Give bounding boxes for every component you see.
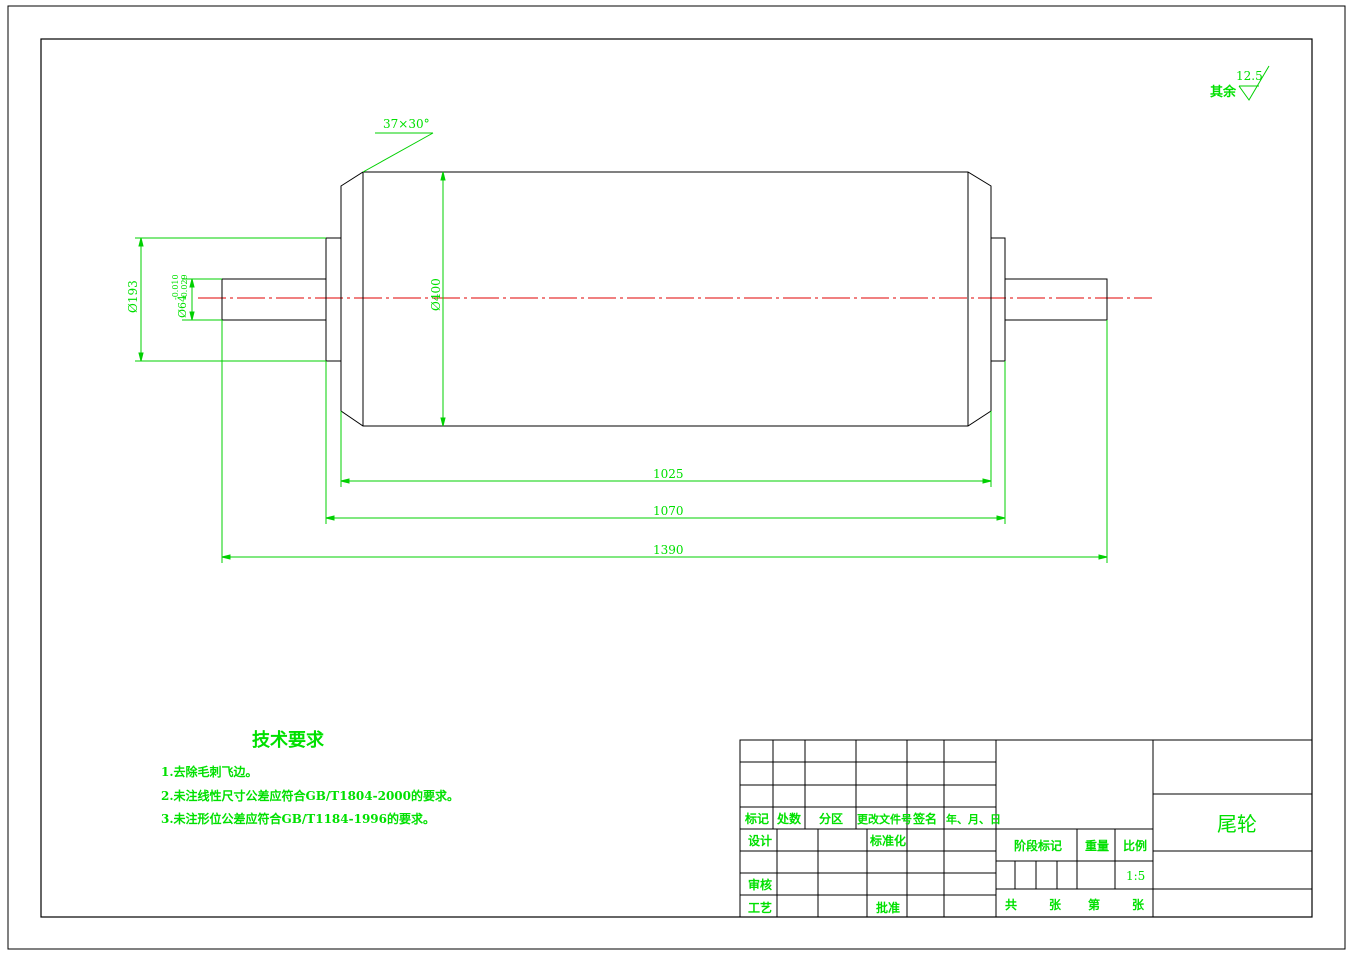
sheets-label-1: 张 — [1049, 897, 1062, 912]
hdr-count: 处数 — [776, 811, 802, 826]
dim-1390: 1390 — [653, 543, 684, 557]
total-label: 共 — [1005, 897, 1017, 912]
hdr-zone: 分区 — [819, 811, 843, 826]
dim-1025: 1025 — [653, 467, 684, 481]
tech-title: 技术要求 — [252, 729, 325, 751]
weight-label: 重量 — [1085, 838, 1109, 853]
roughness-symbol: 其余 12.5 — [1210, 65, 1270, 101]
dimension-texts: 37×30° Ø193 Ø64 -0.010 -0.029 Ø400 1025 … — [126, 117, 684, 557]
chamfer-text: 37×30° — [383, 117, 430, 131]
roughness-label: 其余 — [1210, 84, 1237, 100]
nth-label: 第 — [1088, 897, 1100, 912]
roller-part — [221, 171, 1108, 427]
tech-item-2: 2.未注线性尺寸公差应符合GB/T1804-2000的要求。 — [161, 788, 459, 803]
approve-label: 批准 — [876, 900, 900, 915]
hdr-sign: 签名 — [912, 811, 937, 826]
tol-upper: -0.010 — [171, 274, 180, 300]
dim-64: Ø64 — [176, 295, 189, 318]
tech-requirements: 技术要求 1.去除毛刺飞边。 2.未注线性尺寸公差应符合GB/T1804-200… — [161, 729, 459, 826]
hdr-change-doc: 更改文件号 — [857, 812, 912, 826]
left-hub — [325, 237, 342, 362]
dim-400: Ø400 — [429, 278, 443, 311]
dim-193: Ø193 — [126, 280, 140, 313]
scale-value: 1:5 — [1126, 869, 1145, 883]
hdr-date: 年、月、日 — [946, 812, 1001, 826]
left-shaft — [221, 278, 327, 321]
stage-mark-label: 阶段标记 — [1014, 838, 1062, 853]
tech-item-1: 1.去除毛刺飞边。 — [161, 764, 258, 779]
tol-lower: -0.029 — [180, 274, 189, 300]
design-label: 设计 — [748, 833, 772, 848]
review-label: 审核 — [748, 877, 772, 892]
scale-label: 比例 — [1123, 838, 1147, 853]
dimension-lines — [135, 132, 1108, 563]
title-block — [739, 739, 1313, 918]
process-label: 工艺 — [748, 900, 772, 915]
part-name: 尾轮 — [1217, 812, 1257, 836]
dim-1070: 1070 — [653, 504, 684, 518]
right-shaft — [1004, 278, 1108, 321]
tech-item-3: 3.未注形位公差应符合GB/T1184-1996的要求。 — [161, 811, 435, 826]
roughness-check-icon — [1238, 65, 1270, 101]
right-hub — [990, 237, 1006, 362]
outer-border — [7, 5, 1346, 950]
inner-border — [40, 38, 1313, 918]
sheets-label-2: 张 — [1132, 897, 1145, 912]
roughness-value: 12.5 — [1236, 69, 1263, 83]
standardize-label: 标准化 — [869, 833, 906, 848]
title-block-texts: 标记 处数 分区 更改文件号 签名 年、月、日 设计 标准化 审核 工艺 批准 … — [744, 811, 1257, 915]
hdr-mark: 标记 — [744, 811, 769, 826]
